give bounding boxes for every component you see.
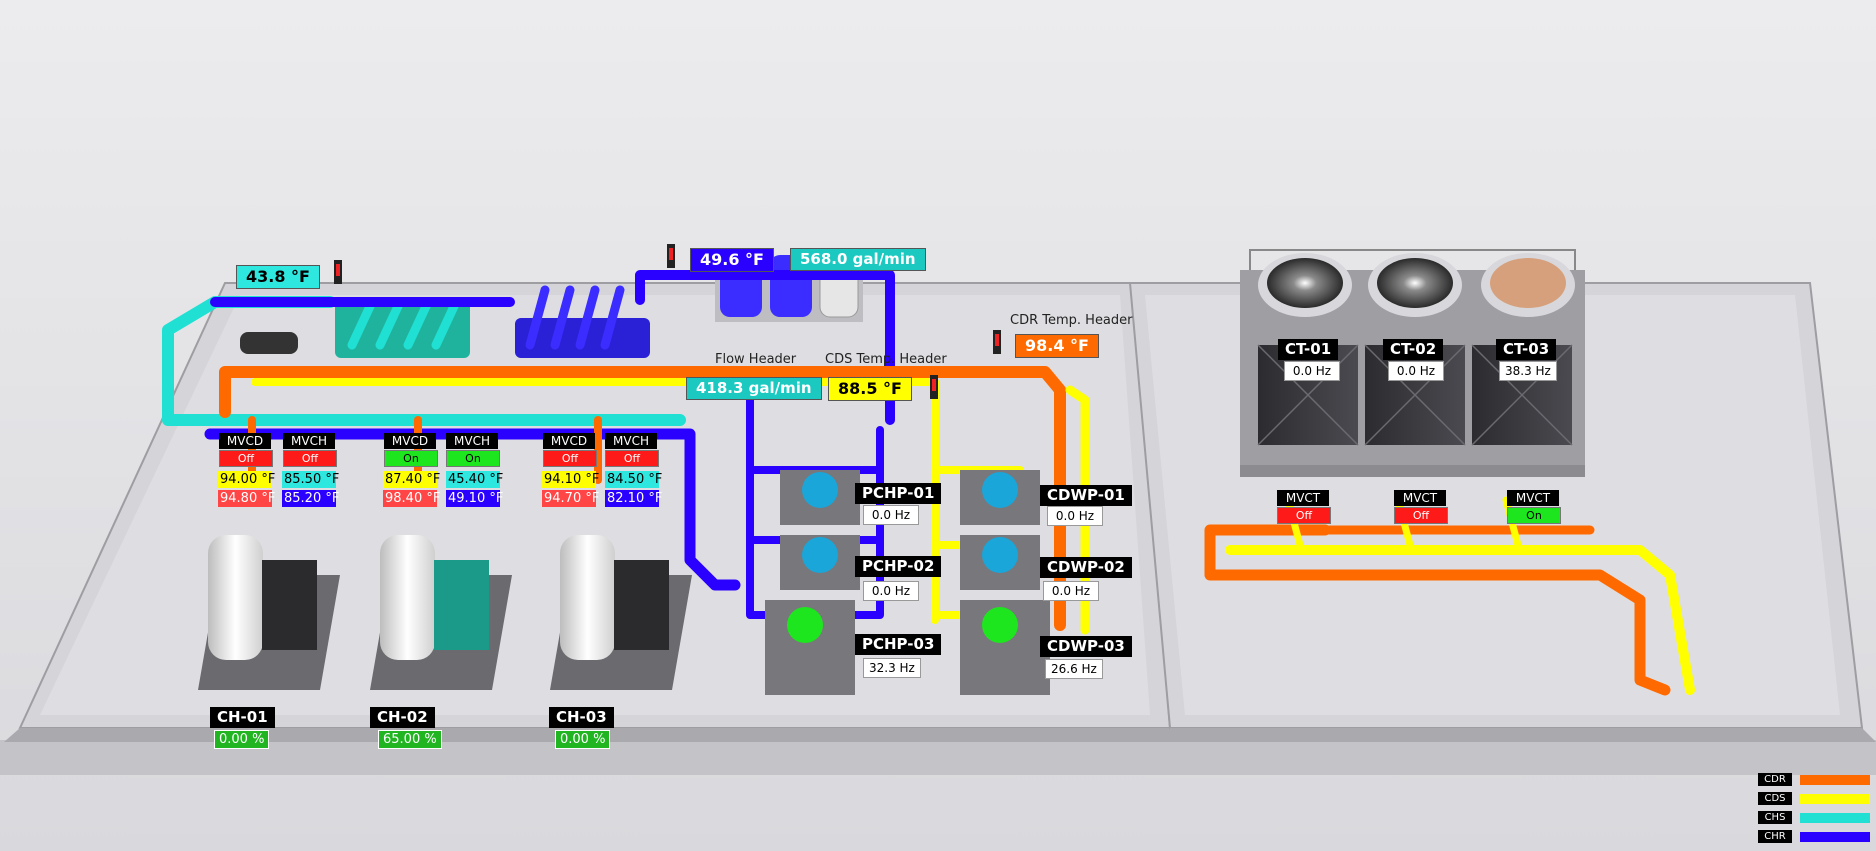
ch02-mvch-temp-out: 49.10 °F [446,490,504,507]
chiller-ch02-label[interactable]: CH-02 [370,707,435,728]
ch01-mvch-temp-out: 85.20 °F [282,490,340,507]
ch02-mvcd-temp-in: 87.40 °F [383,471,441,488]
legend-item-chr: CHR [1758,830,1870,843]
tower-ct01-label[interactable]: CT-01 [1278,339,1339,360]
flow-header-value: 418.3 gal/min [686,377,822,400]
pump-pchp03-freq: 32.3 Hz [863,658,921,678]
ch03-mvch-temp-in: 84.50 °F [605,471,663,488]
pump-pchp02-freq: 0.0 Hz [863,581,919,601]
thermometer-icon [334,244,1001,399]
ch03-mvch-status[interactable]: Off [605,450,659,467]
ct01-mvct-status[interactable]: Off [1277,507,1331,524]
ch03-mvcd-label: MVCD [543,433,595,449]
pump-cdwp01-label[interactable]: CDWP-01 [1040,485,1132,506]
ct03-mvct-status[interactable]: On [1507,507,1561,524]
chiller-ch03-label[interactable]: CH-03 [549,707,614,728]
ch02-mvcd-label: MVCD [384,433,436,449]
legend-item-chs: CHS [1758,811,1870,824]
legend-item-cdr: CDR [1758,773,1870,786]
ch03-mvcd-temp-in: 94.10 °F [542,471,600,488]
ch02-mvch-status[interactable]: On [446,450,500,467]
ch01-mvch-label: MVCH [283,433,335,449]
cds-temp-header-value: 88.5 °F [828,377,912,401]
cdr-temp-header-caption: CDR Temp. Header [1010,313,1133,328]
ch03-mvcd-temp-out: 94.70 °F [542,490,600,507]
chiller-ch01-load: 0.00 % [214,730,270,749]
pump-cdwp02-label[interactable]: CDWP-02 [1040,557,1132,578]
ch01-mvch-status[interactable]: Off [283,450,337,467]
legend-swatch [1800,774,1870,785]
tower-ct01-freq: 0.0 Hz [1284,361,1340,381]
chr-return-flow: 568.0 gal/min [790,248,926,271]
flow-header-caption: Flow Header [715,352,797,367]
tower-ct02-label[interactable]: CT-02 [1383,339,1444,360]
ch01-mvcd-status[interactable]: Off [219,450,273,467]
ct01-mvct-label: MVCT [1277,490,1329,506]
pump-pchp01-freq: 0.0 Hz [863,505,919,525]
legend-item-cds: CDS [1758,792,1870,805]
legend-swatch [1800,793,1870,804]
ch01-mvcd-temp-in: 94.00 °F [218,471,276,488]
ch02-mvcd-status[interactable]: On [384,450,438,467]
pump-cdwp01-freq: 0.0 Hz [1047,506,1103,526]
pump-cdwp03-freq: 26.6 Hz [1045,659,1103,679]
legend-key: CDS [1758,792,1792,805]
ct03-mvct-label: MVCT [1507,490,1559,506]
ch02-mvcd-temp-out: 98.40 °F [383,490,441,507]
ch02-mvch-temp-in: 45.40 °F [446,471,504,488]
ch02-mvch-label: MVCH [446,433,498,449]
ct02-mvct-status[interactable]: Off [1394,507,1448,524]
ch01-mvch-temp-in: 85.50 °F [282,471,340,488]
pump-pchp03-label[interactable]: PCHP-03 [855,634,942,655]
tower-ct03-freq: 38.3 Hz [1499,361,1557,381]
cdr-temp-header-value: 98.4 °F [1015,334,1099,358]
pump-cdwp02-freq: 0.0 Hz [1043,581,1099,601]
ch03-mvcd-status[interactable]: Off [543,450,597,467]
ch01-mvcd-label: MVCD [219,433,271,449]
chiller-ch01-label[interactable]: CH-01 [210,707,275,728]
ch03-mvch-temp-out: 82.10 °F [605,490,663,507]
legend-key: CDR [1758,773,1792,786]
legend-swatch [1800,831,1870,842]
legend-key: CHS [1758,811,1792,824]
pump-pchp02-label[interactable]: PCHP-02 [855,556,942,577]
pump-pchp01-label[interactable]: PCHP-01 [855,483,942,504]
ch03-mvch-label: MVCH [605,433,657,449]
chiller-ch03-load: 0.00 % [555,730,611,749]
legend-key: CHR [1758,830,1792,843]
ct02-mvct-label: MVCT [1394,490,1446,506]
chs-supply-temp: 43.8 °F [236,265,320,289]
chr-return-temp: 49.6 °F [690,248,774,272]
legend-swatch [1800,812,1870,823]
tower-ct03-label[interactable]: CT-03 [1496,339,1557,360]
ch01-mvcd-temp-out: 94.80 °F [218,490,276,507]
chiller-ch02-load: 65.00 % [378,730,442,749]
pump-cdwp03-label[interactable]: CDWP-03 [1040,636,1132,657]
cds-temp-header-caption: CDS Temp. Header [825,352,947,367]
tower-ct02-freq: 0.0 Hz [1388,361,1444,381]
